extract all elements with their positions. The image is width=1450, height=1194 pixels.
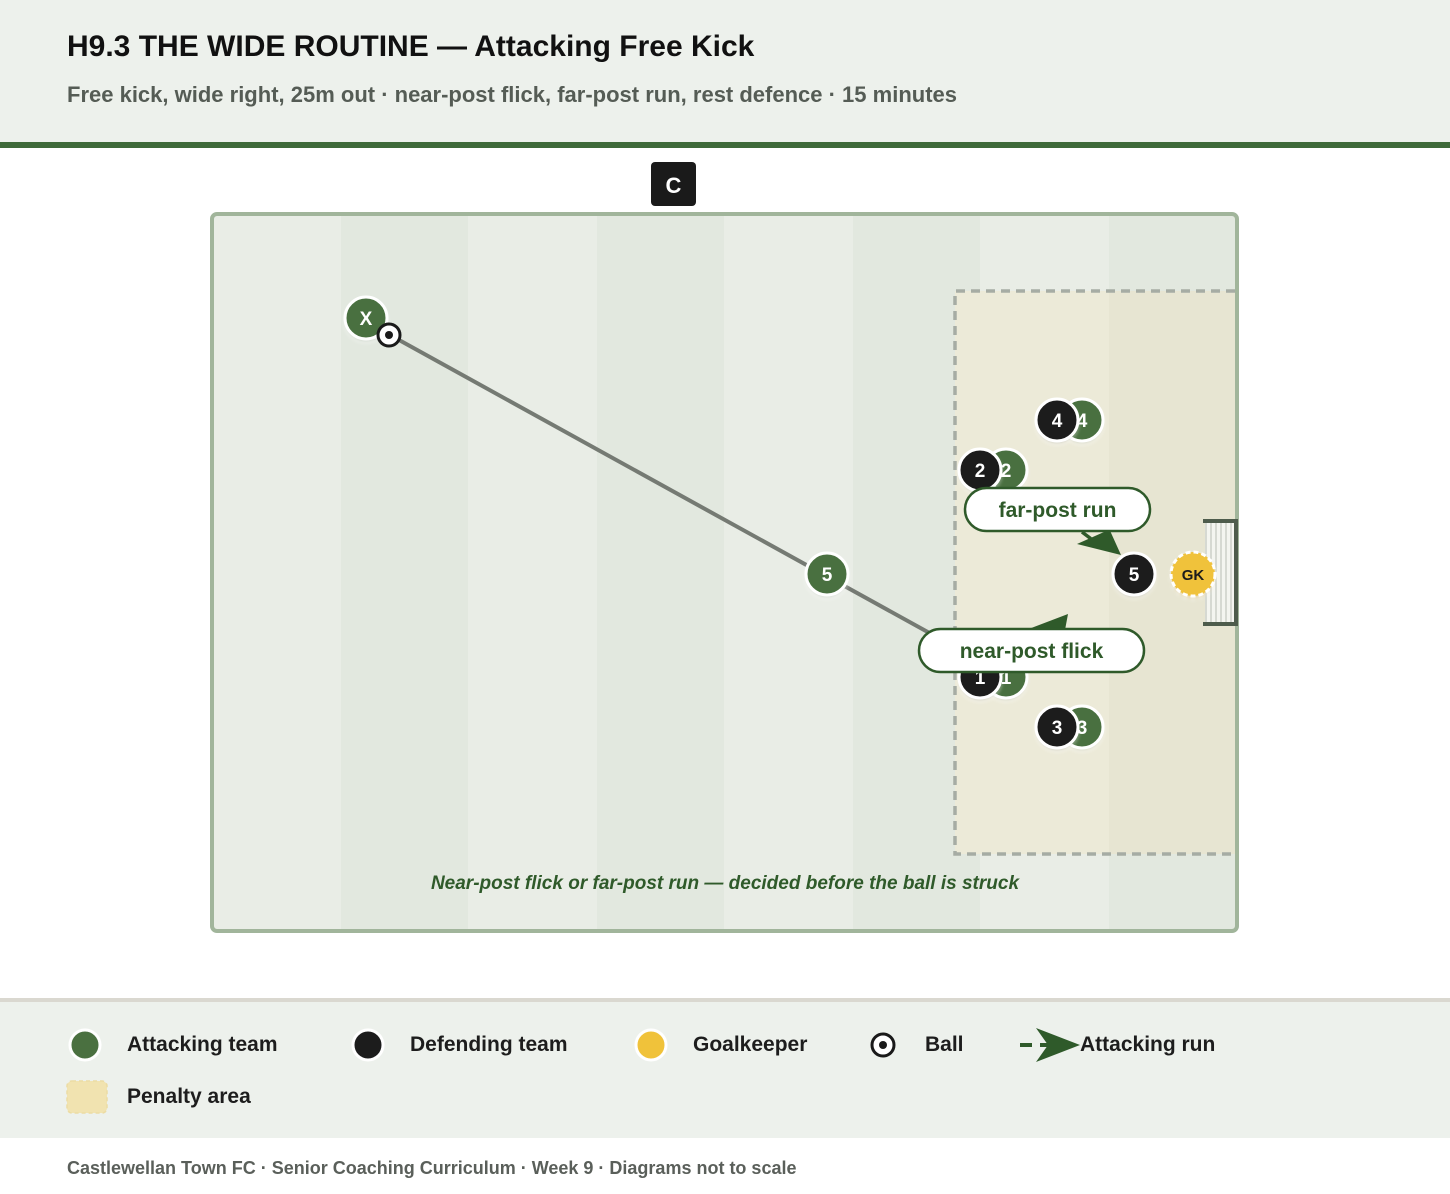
legend-goalkeeper: Goalkeeper: [633, 1027, 807, 1063]
attacker-5: 5: [804, 551, 850, 597]
attacker-4-label: 4: [1077, 411, 1088, 432]
attacking-player-icon: [68, 1028, 102, 1062]
penalty-area-swatch: [66, 1080, 108, 1114]
defender-5-label: 5: [1129, 565, 1140, 586]
footer-text: Castlewellan Town FC · Senior Coaching C…: [67, 1158, 797, 1178]
page-title: H9.3 THE WIDE ROUTINE — Attacking Free K…: [67, 30, 755, 63]
defender-3-label: 3: [1052, 718, 1063, 739]
pitch-note: Near-post flick or far-post run — decide…: [431, 873, 1020, 894]
goalkeeper-label: GK: [1182, 567, 1205, 584]
legend-attacking: Attacking team: [67, 1027, 278, 1063]
taker-label: X: [360, 309, 373, 330]
legend-run-label: Attacking run: [1080, 1033, 1216, 1056]
pitch-stripe: [597, 216, 724, 930]
defender-4-label: 4: [1052, 411, 1063, 432]
attacker-1-label: 1: [1001, 668, 1012, 689]
defender-4: 4: [1034, 397, 1080, 443]
near-post-callout: near-post flick: [917, 627, 1146, 674]
page-subtitle: Free kick, wide right, 25m out · near-po…: [67, 82, 957, 107]
arrow-icon: [1020, 1028, 1080, 1062]
far-post-callout: far-post run: [963, 486, 1152, 533]
attacker-5-label: 5: [822, 565, 833, 586]
legend-penalty-area-label: Penalty area: [127, 1085, 251, 1108]
header: H9.3 THE WIDE ROUTINE — Attacking Free K…: [0, 0, 1450, 143]
penalty-area-line: [953, 289, 1235, 856]
ball-icon: [376, 322, 402, 348]
footer: Castlewellan Town FC · Senior Coaching C…: [0, 1138, 1450, 1194]
coach-label: C: [666, 173, 682, 198]
far-post-callout-label: far-post run: [999, 499, 1117, 522]
pitch-diagram: C 4 2 5 1 3: [210, 162, 1239, 933]
defending-player-icon: [351, 1028, 385, 1062]
defender-3: 3: [1034, 704, 1080, 750]
legend-penalty-area: Penalty area: [65, 1079, 251, 1115]
defender-1-label: 1: [975, 668, 986, 689]
free-kick-taker: X: [343, 295, 389, 341]
defender-5: 5: [1111, 551, 1157, 597]
attacker-2-label: 2: [1001, 461, 1012, 482]
legend-defending-label: Defending team: [410, 1033, 568, 1056]
legend-defending: Defending team: [350, 1027, 568, 1063]
goal-frame: [1203, 519, 1238, 626]
goalkeeper: GK: [1169, 550, 1217, 598]
legend-attacking-label: Attacking team: [127, 1033, 278, 1056]
goalkeeper-icon: [634, 1028, 668, 1062]
defender-2-label: 2: [975, 461, 986, 482]
attacker-3-label: 3: [1077, 718, 1088, 739]
legend-ball-label: Ball: [925, 1033, 964, 1056]
legend-goalkeeper-label: Goalkeeper: [693, 1033, 808, 1056]
coach-marker: C: [651, 162, 696, 206]
near-post-callout-label: near-post flick: [960, 640, 1104, 663]
legend: Attacking team Defending team Goalkeeper…: [0, 998, 1450, 1138]
legend-run: Attacking run: [1018, 1027, 1215, 1063]
header-divider: [0, 142, 1450, 148]
delivery-path: [388, 333, 1013, 680]
legend-ball: Ball: [866, 1027, 964, 1063]
ball-icon: [870, 1032, 896, 1058]
diagram-stage: C 4 2 5 1 3: [0, 148, 1450, 998]
defender-2: 2: [957, 447, 1003, 493]
